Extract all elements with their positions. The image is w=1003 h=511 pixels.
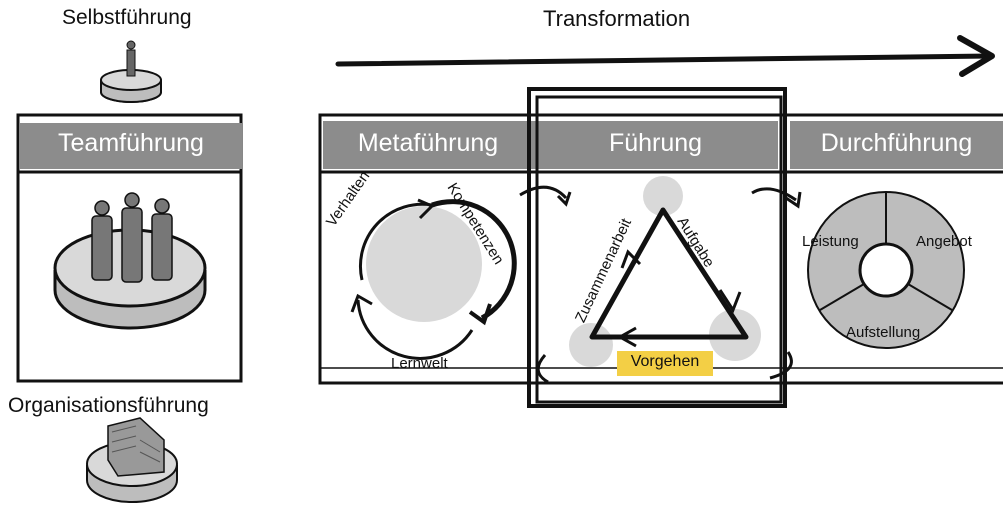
vorgehen-label: Vorgehen xyxy=(630,353,700,370)
team-box xyxy=(16,113,243,383)
meta-title: Metaführung xyxy=(357,129,499,157)
transition-arrows xyxy=(519,185,802,384)
meta-cycle xyxy=(350,198,517,360)
team-title: Teamführung xyxy=(58,129,204,157)
durch-donut xyxy=(807,191,965,349)
lernwelt-label: Lernwelt xyxy=(391,355,448,372)
transformation-arrow xyxy=(335,35,995,77)
main-strip xyxy=(318,113,1003,385)
org-pedestal-icon xyxy=(86,417,178,503)
vorgehen-highlight xyxy=(617,351,713,376)
selbst-label: Selbstführung xyxy=(62,6,192,29)
durch-title: Durchführung xyxy=(820,129,973,157)
aufstellung-label: Aufstellung xyxy=(846,324,921,341)
fuehrung-title: Führung xyxy=(608,129,703,157)
org-label: Organisationsführung xyxy=(8,394,209,417)
angebot-label: Angebot xyxy=(916,233,972,250)
fuehrung-frame xyxy=(527,87,787,408)
selbst-pedestal-icon xyxy=(100,40,162,103)
fuehrung-triangle xyxy=(569,176,761,367)
leistung-label: Leistung xyxy=(802,233,859,250)
transformation-label: Transformation xyxy=(543,6,691,31)
